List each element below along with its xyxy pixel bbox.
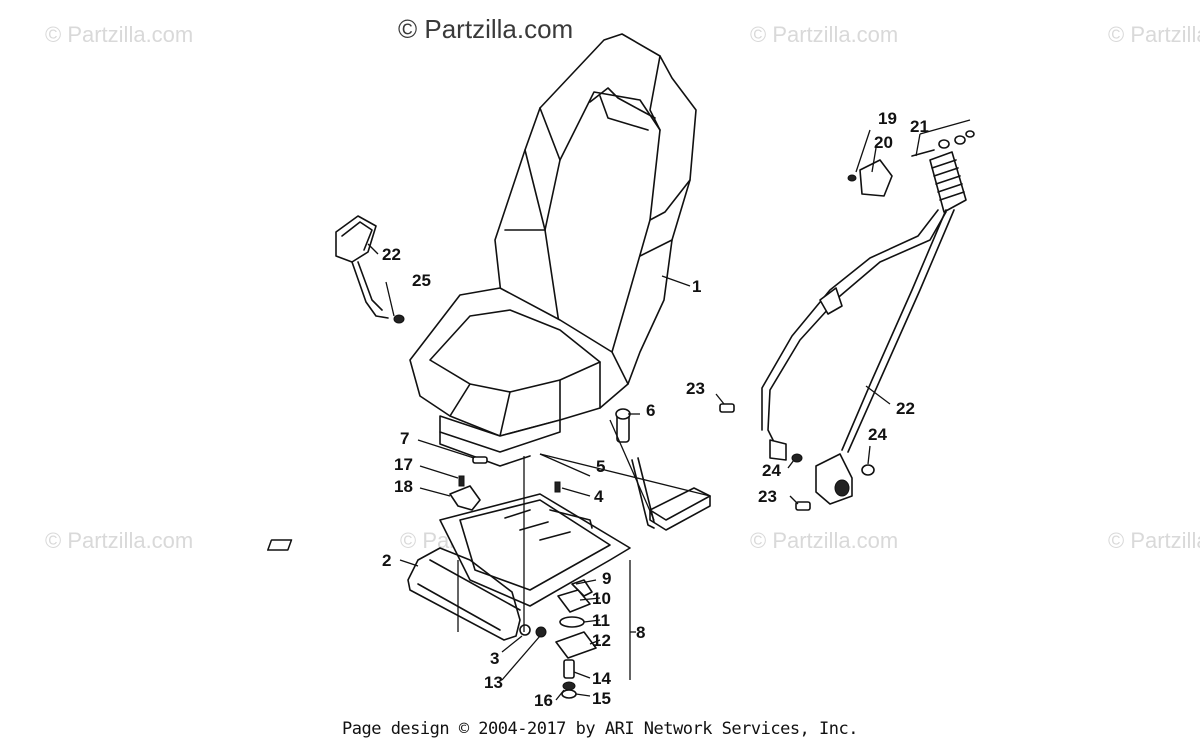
callout-19: 19	[878, 109, 897, 128]
callout-11: 11	[592, 611, 610, 630]
callout-22-left: 22	[382, 245, 401, 264]
callout-23-lower: 23	[758, 487, 777, 506]
seat-illustration	[409, 33, 697, 467]
fasteners-illustration	[449, 456, 561, 511]
leader-lines	[367, 119, 971, 701]
callout-numbers: 1 2 3 4 5 6 7 8 9 10 11 12 13 14 15 16 1…	[382, 109, 929, 710]
callout-16: 16	[534, 691, 553, 710]
watermark: © Partzilla.com	[1108, 528, 1200, 553]
watermark: © Partzilla.com	[1108, 22, 1200, 47]
callout-8: 8	[636, 623, 645, 642]
callout-3: 3	[490, 649, 499, 668]
callout-7: 7	[400, 429, 409, 448]
callout-23-upper: 23	[686, 379, 705, 398]
callout-20: 20	[874, 133, 893, 152]
latch-assembly-illustration	[519, 579, 597, 699]
callout-5: 5	[596, 457, 605, 476]
callout-24-right: 24	[868, 425, 887, 444]
callout-14: 14	[592, 669, 611, 688]
callout-22-right: 22	[896, 399, 915, 418]
page-footer: Page design © 2004-2017 by ARI Network S…	[342, 719, 858, 739]
callout-9: 9	[602, 569, 611, 588]
callout-15: 15	[592, 689, 611, 708]
watermark-top: © Partzilla.com	[398, 14, 573, 44]
callout-10: 10	[592, 589, 611, 608]
callout-17: 17	[394, 455, 413, 474]
seat-frame-illustration	[266, 493, 631, 641]
callout-12: 12	[592, 631, 611, 650]
callout-4: 4	[594, 487, 604, 506]
callout-18: 18	[394, 477, 413, 496]
callout-13: 13	[484, 673, 503, 692]
callout-6: 6	[646, 401, 655, 420]
callout-25: 25	[412, 271, 431, 290]
callout-21: 21	[910, 117, 929, 136]
callout-24-left: 24	[762, 461, 781, 480]
watermark: © Partzilla.com	[45, 22, 193, 47]
callout-1: 1	[692, 277, 701, 296]
watermark: © Partzilla.com	[750, 22, 898, 47]
watermark: © Partzilla.com	[45, 528, 193, 553]
watermark: © Partzilla.com	[750, 528, 898, 553]
slider-rail-illustration	[615, 408, 711, 531]
buckle-left-illustration	[335, 215, 405, 324]
callout-2: 2	[382, 551, 391, 570]
shoulder-belt-illustration	[719, 130, 975, 511]
